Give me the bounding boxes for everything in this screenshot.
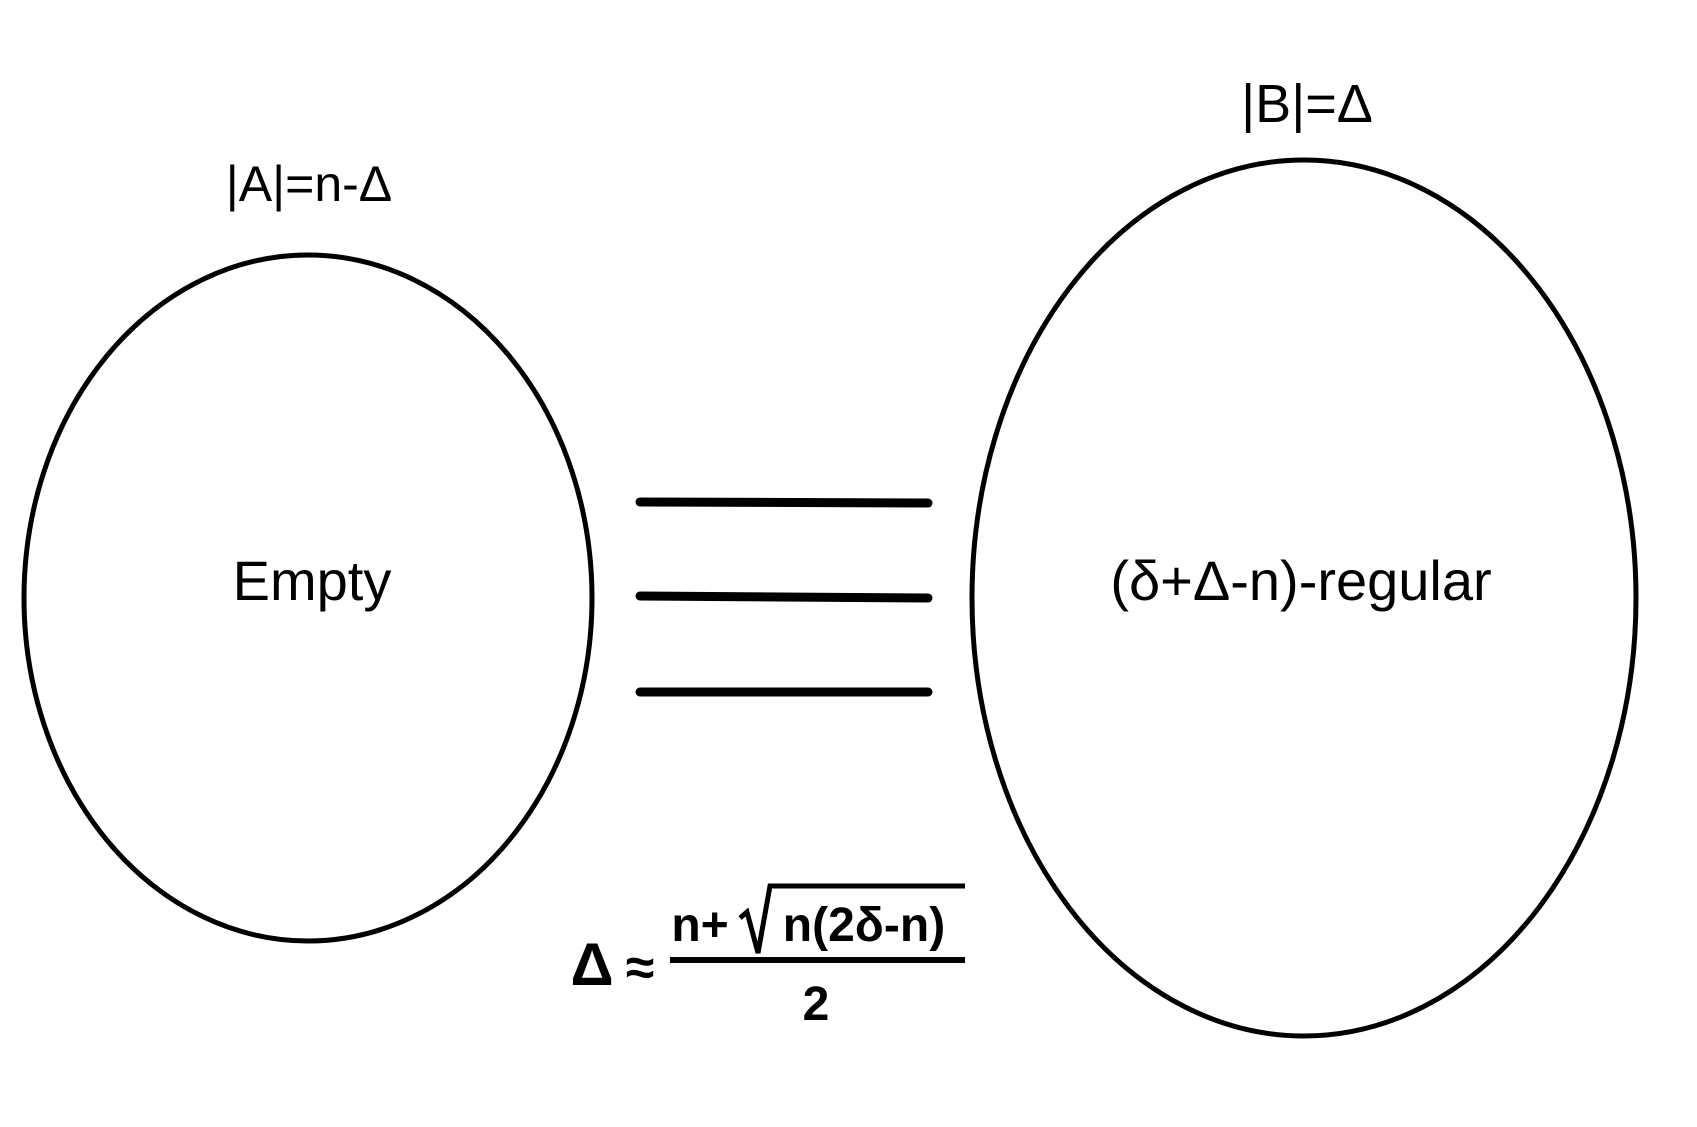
- set-b-content-label: (δ+Δ-n)-regular: [1110, 549, 1491, 612]
- formula-radicand: n(2δ-n): [783, 899, 945, 952]
- formula-approx: ≈: [626, 939, 655, 997]
- edge-line-top: [635, 497, 933, 508]
- set-b-size-label: |B|=Δ: [1241, 74, 1373, 134]
- set-b-ellipse: [969, 157, 1639, 1039]
- set-a-size-label: |A|=n-Δ: [226, 156, 392, 212]
- formula-lhs: Δ: [570, 931, 613, 998]
- delta-formula: Δ ≈ n+ n(2δ-n) 2: [570, 883, 965, 1031]
- edge-line-middle: [635, 591, 933, 603]
- formula-numerator-prefix: n+: [671, 899, 728, 952]
- set-a-content-label: Empty: [233, 549, 392, 612]
- formula-denominator: 2: [803, 978, 830, 1031]
- radical-sign: [738, 883, 965, 954]
- set-a-ellipse: [21, 252, 595, 944]
